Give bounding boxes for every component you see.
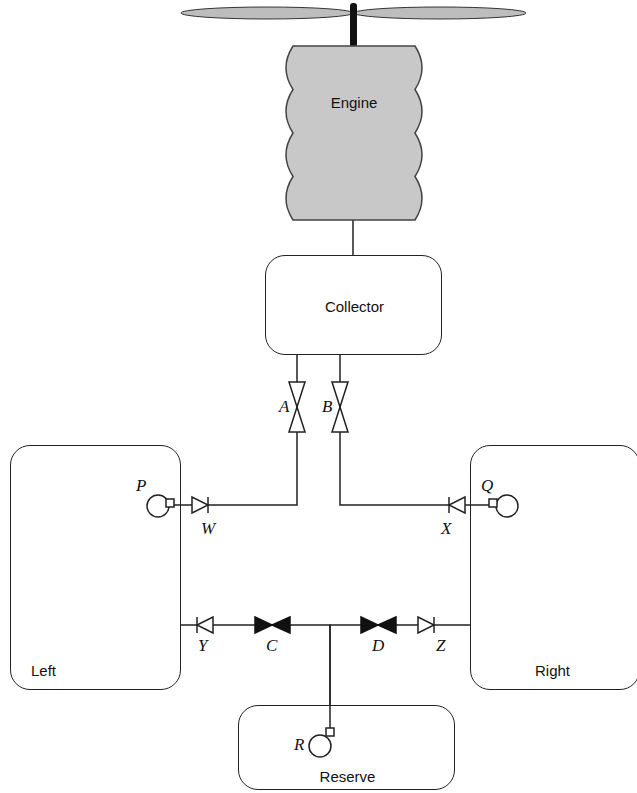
- propeller-shaft: [350, 3, 357, 47]
- check-valve: [418, 617, 434, 633]
- left-tank: Left: [10, 445, 181, 690]
- propeller-blade: [181, 7, 353, 19]
- component-letter: C: [266, 636, 277, 656]
- component-letter: B: [322, 397, 332, 417]
- component-letter: Z: [436, 636, 445, 656]
- check-valve: [449, 497, 465, 513]
- component-letter: Q: [481, 476, 493, 496]
- component-letter: A: [279, 397, 289, 417]
- shutoff-valve-closed: [361, 617, 396, 633]
- pump-symbol: [470, 495, 518, 517]
- fuel-line: [340, 355, 470, 505]
- engine-block: Engine: [285, 46, 423, 220]
- component-letter: Y: [198, 636, 207, 656]
- component-letter: D: [372, 636, 384, 656]
- reserve-tank: Reserve: [238, 705, 455, 790]
- component-letter: W: [201, 519, 215, 539]
- tank-label: Right: [535, 662, 570, 679]
- check-valve: [197, 617, 213, 633]
- engine-outline: [285, 46, 423, 220]
- shutoff-valve-closed: [255, 617, 290, 633]
- tank-label: Left: [31, 662, 56, 679]
- shutoff-valve: [332, 382, 348, 432]
- shutoff-valve: [289, 382, 305, 432]
- fuel-line: [181, 625, 330, 705]
- component-letter: P: [136, 476, 146, 496]
- component-letter: R: [294, 735, 304, 755]
- component-letter: X: [441, 519, 451, 539]
- fuel-line: [181, 355, 297, 505]
- fuel-line: [352, 220, 354, 255]
- tank-label: Collector: [325, 298, 384, 315]
- tank-label: Reserve: [320, 768, 376, 785]
- collector-tank: Collector: [265, 255, 442, 355]
- pump-symbol: [147, 495, 181, 517]
- tank-label: Engine: [331, 94, 378, 111]
- right-tank: Right: [470, 445, 637, 690]
- fuel-line: [330, 625, 470, 705]
- pump-symbol: [309, 705, 334, 757]
- check-valve: [192, 497, 208, 513]
- propeller-blade: [354, 7, 526, 19]
